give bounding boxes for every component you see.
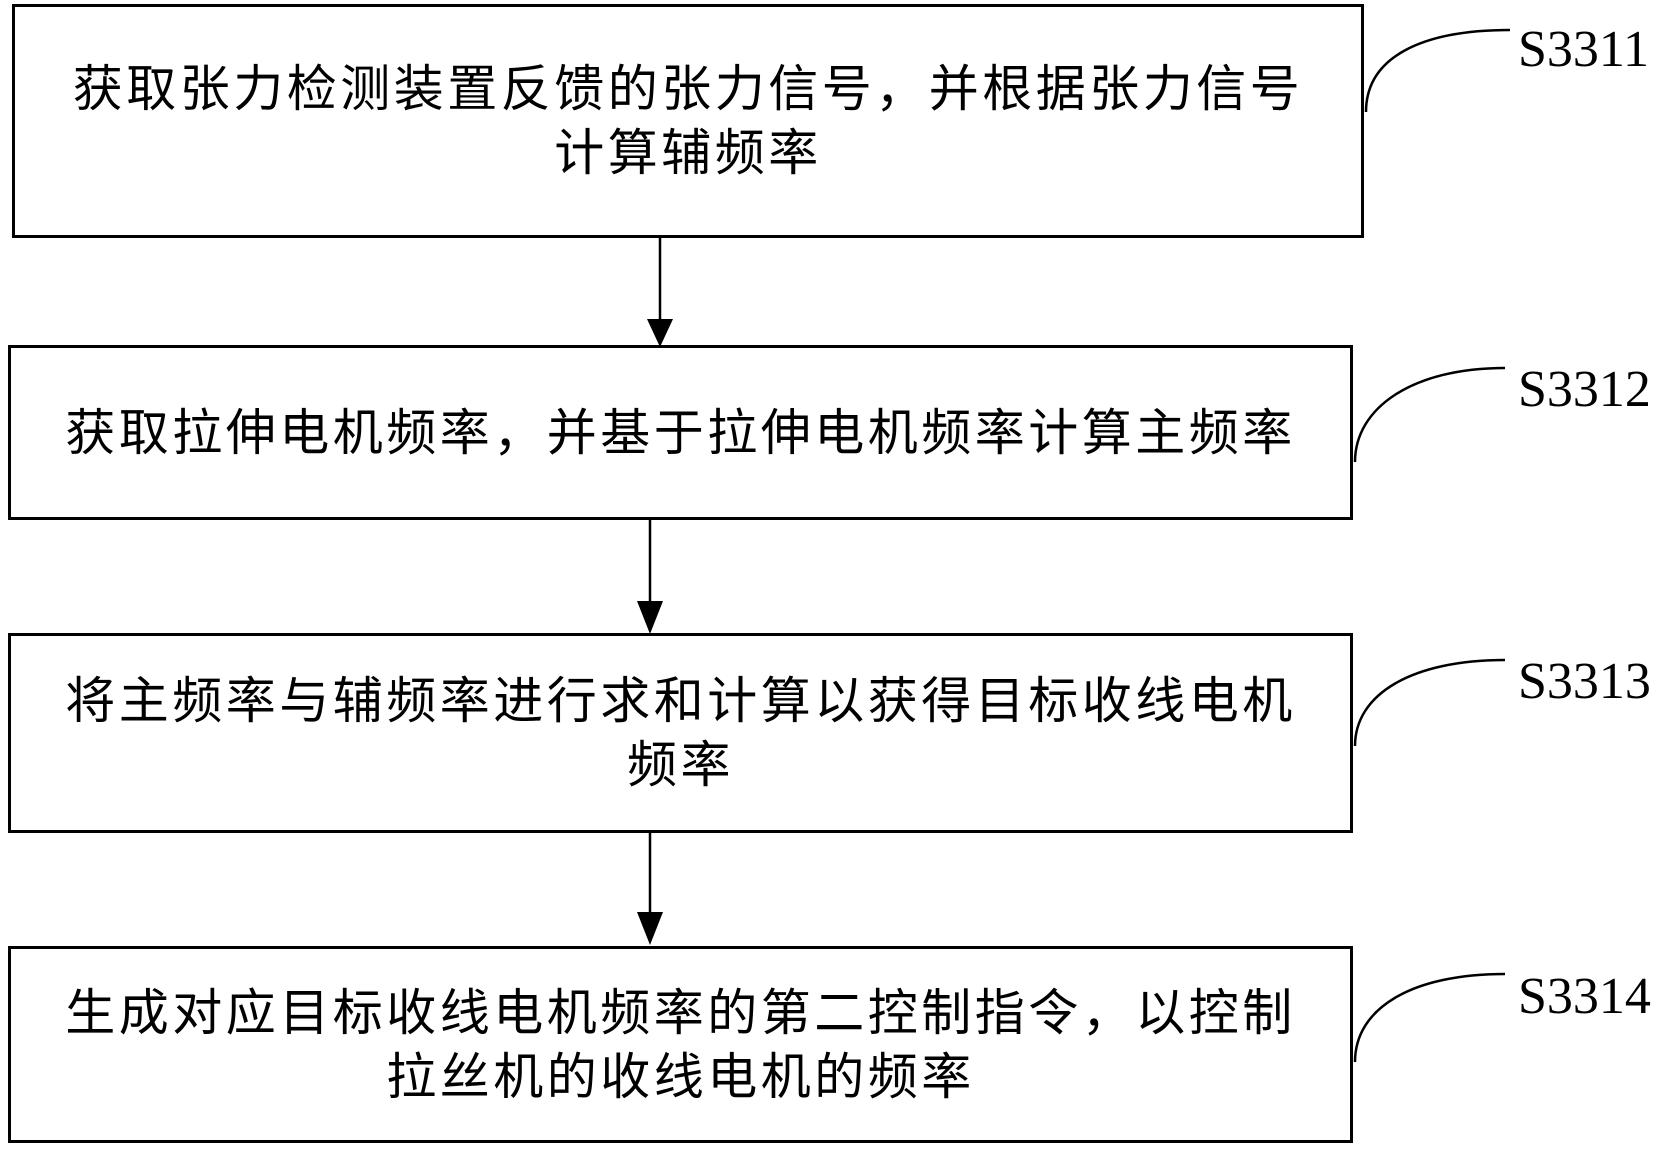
step-text-line: 计算辅频率 [554, 125, 822, 181]
step-text-line: 获取张力检测装置反馈的张力信号，并根据张力信号 [72, 61, 1304, 117]
label-leader-line-2 [1353, 366, 1506, 463]
step-label-s3313: S3313 [1518, 653, 1651, 710]
label-leader-line-3 [1353, 658, 1506, 747]
step-text-line: 拉丝机的收线电机的频率 [386, 1048, 975, 1105]
flow-arrow-down-3 [637, 833, 663, 945]
arrowhead-icon [647, 319, 673, 347]
step-box-s3313: 将主频率与辅频率进行求和计算以获得目标收线电机 频率 [8, 633, 1353, 833]
step-box-s3312: 获取拉伸电机频率，并基于拉伸电机频率计算主频率 [8, 345, 1353, 520]
label-leader-line-1 [1364, 28, 1511, 113]
arrowhead-icon [637, 601, 663, 634]
label-leader-line-4 [1353, 972, 1506, 1063]
step-label-s3314: S3314 [1518, 968, 1651, 1025]
flow-arrow-down-1 [647, 238, 673, 347]
step-text-line: 将主频率与辅频率进行求和计算以获得目标收线电机 [65, 673, 1296, 729]
step-text-line: 生成对应目标收线电机频率的第二控制指令，以控制 [65, 984, 1296, 1041]
arrowhead-icon [637, 912, 663, 945]
flow-arrow-down-2 [637, 520, 663, 634]
step-box-s3314: 生成对应目标收线电机频率的第二控制指令，以控制 拉丝机的收线电机的频率 [8, 946, 1353, 1143]
step-box-s3311: 获取张力检测装置反馈的张力信号，并根据张力信号 计算辅频率 [12, 4, 1364, 238]
step-label-s3312: S3312 [1518, 361, 1651, 418]
step-text-line: 频率 [627, 737, 734, 793]
step-text-line: 获取拉伸电机频率，并基于拉伸电机频率计算主频率 [65, 404, 1296, 461]
step-label-s3311: S3311 [1518, 21, 1649, 78]
